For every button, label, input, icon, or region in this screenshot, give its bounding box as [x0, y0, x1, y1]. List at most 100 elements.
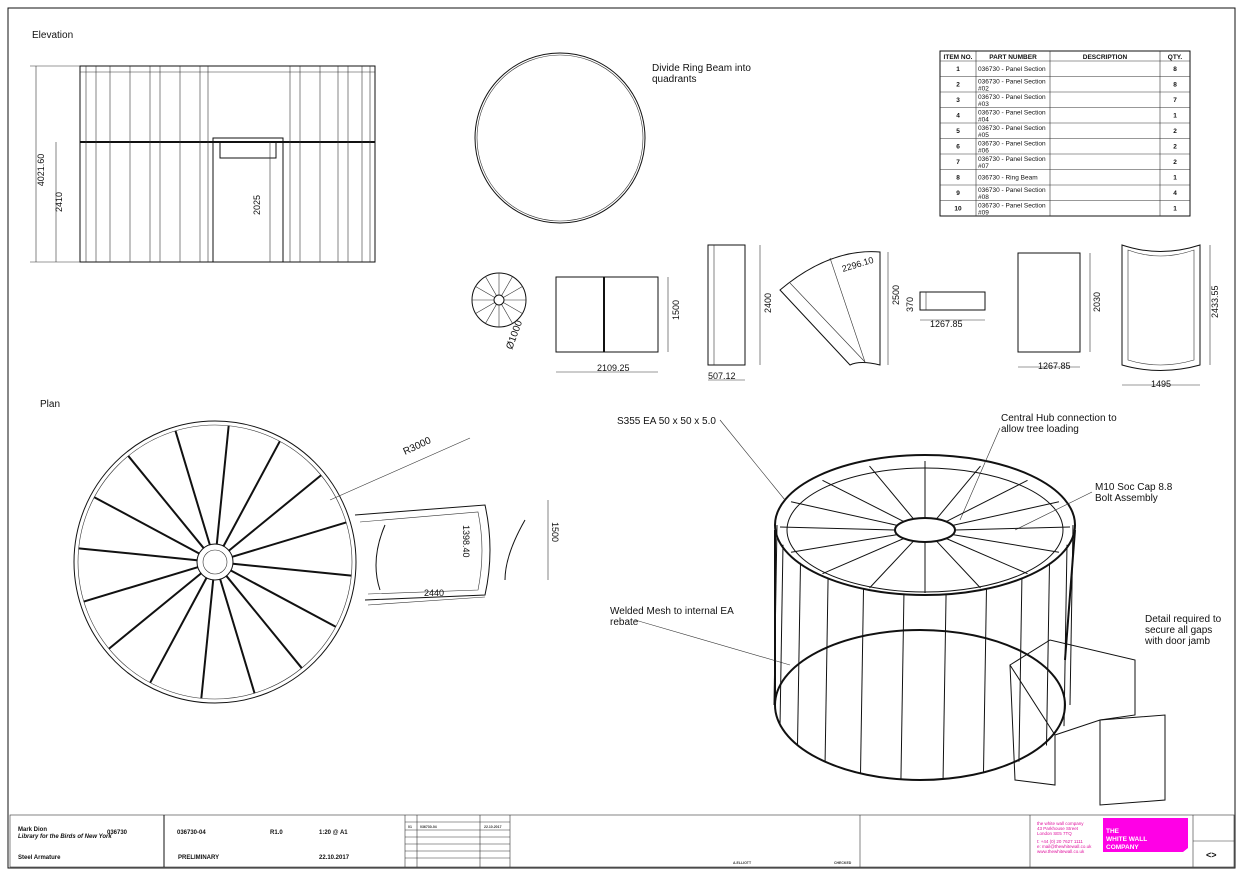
tb-status: PRELIMINARY	[178, 855, 219, 861]
callout-mesh-1: Welded Mesh to internal EA	[610, 606, 734, 617]
tb-address-2: London SE5 7TQ	[1037, 831, 1072, 836]
bom-part: 036730 - Panel Section	[978, 187, 1046, 194]
dim-curved-width: 1495	[1151, 379, 1171, 389]
bom-part-suffix: #09	[978, 210, 989, 217]
bom-part-suffix: #03	[978, 101, 989, 108]
tall-part	[707, 244, 761, 381]
bom-part: 036730 - Panel Section	[978, 79, 1046, 86]
sheet-border	[7, 7, 1236, 869]
tb-project: Library for the Birds of New York	[18, 834, 112, 840]
tb-date: 22.10.2017	[319, 855, 350, 861]
tb-drawing-no: 036730-04	[177, 830, 206, 836]
isometric-view	[634, 419, 1166, 806]
ring-beam	[474, 52, 646, 224]
tb-rev-drawing: 036730-04	[420, 825, 437, 829]
bom-item: 2	[956, 82, 960, 89]
nav-symbol[interactable]: <>	[1206, 850, 1217, 860]
tb-checked: CHECKED	[834, 861, 852, 865]
bom-part-suffix: #07	[978, 163, 989, 170]
bom-part: 036730 - Ring Beam	[978, 175, 1038, 182]
beam-part	[919, 291, 986, 321]
dim-tall-height: 2400	[763, 293, 773, 313]
dim-panel-height: 1500	[671, 300, 681, 320]
tb-description: Steel Armature	[18, 855, 61, 861]
dim-panel-width: 2109.25	[597, 363, 630, 373]
bom-row: 8 036730 - Ring Beam 1	[956, 175, 1177, 182]
dim-plan-length: 2440	[424, 588, 444, 598]
bom-part-suffix: #05	[978, 132, 989, 139]
tb-web: www.thewhitewall.co.uk	[1037, 849, 1085, 854]
bom-row: 7 036730 - Panel Section#07 2	[956, 156, 1177, 170]
ring-note: Divide Ring Beam into	[652, 63, 751, 74]
tb-rev-date: 22.10.2017	[484, 825, 502, 829]
bom-header: ITEM NO.	[944, 54, 973, 61]
bom-part: 036730 - Panel Section	[978, 125, 1046, 132]
bom-part-suffix: #06	[978, 148, 989, 155]
callout-hub-2: allow tree loading	[1001, 424, 1079, 435]
tb-company-name: the white wall company	[1037, 821, 1084, 826]
bom-item: 4	[956, 113, 960, 120]
ring-note-2: quadrants	[652, 74, 696, 85]
dim-beam-width: 1267.85	[930, 319, 963, 329]
bom-part: 036730 - Panel Section	[978, 141, 1046, 148]
bom-row: 1 036730 - Panel Section 8	[956, 66, 1177, 73]
tb-rev-no: 01	[408, 825, 412, 829]
bom-row: 10 036730 - Panel Section#09 1	[954, 203, 1177, 217]
bom-item: 7	[956, 159, 960, 166]
bom-item: 1	[956, 66, 960, 73]
bom-qty: 2	[1173, 144, 1177, 151]
tb-revision: R1.0	[270, 830, 283, 836]
bom-qty: 1	[1173, 206, 1177, 213]
title-block	[9, 814, 1235, 868]
bom-part: 036730 - Panel Section	[978, 66, 1046, 73]
svg-text:COMPANY: COMPANY	[1106, 844, 1139, 851]
callout-detail-3: with door jamb	[1144, 636, 1210, 647]
dim-door-panel-height: 2030	[1092, 292, 1102, 312]
bom-qty: 8	[1173, 66, 1177, 73]
bom-item: 10	[954, 206, 962, 213]
dim-tall-width: 507.12	[708, 371, 736, 381]
bom-part: 036730 - Panel Section	[978, 110, 1046, 117]
bom-header: PART NUMBER	[989, 54, 1037, 61]
dim-hub-dia: Ø1000	[504, 319, 525, 351]
callout-detail-1: Detail required to	[1145, 614, 1222, 625]
dim-door-height: 2025	[252, 195, 262, 215]
bom-part: 036730 - Panel Section	[978, 156, 1046, 163]
dim-overall-height: 4021.60	[36, 154, 46, 187]
elevation-view	[30, 65, 376, 263]
dim-plan-outer: 1500	[550, 522, 560, 542]
fan-part	[779, 251, 889, 366]
bom-qty: 2	[1173, 159, 1177, 166]
bom-item: 8	[956, 175, 960, 182]
callout-hub-1: Central Hub connection to	[1001, 413, 1117, 424]
elevation-label: Elevation	[32, 30, 73, 41]
dim-radius: R3000	[402, 435, 434, 458]
dim-door-panel-width: 1267.85	[1038, 361, 1071, 371]
tb-project-no: 036730	[107, 830, 128, 836]
bom-qty: 4	[1173, 190, 1177, 197]
svg-text:WHITE WALL: WHITE WALL	[1106, 836, 1147, 843]
bom-part-suffix: #04	[978, 117, 989, 124]
callout-mesh-2: rebate	[610, 617, 639, 628]
tb-client: Mark Dion	[18, 827, 47, 833]
svg-text:THE: THE	[1106, 828, 1120, 835]
bom-item: 5	[956, 128, 960, 135]
bom-qty: 8	[1173, 82, 1177, 89]
bom-qty: 1	[1173, 175, 1177, 182]
bom-row: 2 036730 - Panel Section#02 8	[956, 79, 1177, 93]
curved-part	[1121, 244, 1211, 386]
callout-bolt-1: M10 Soc Cap 8.8	[1095, 482, 1173, 493]
tb-scale: 1:20 @ A1	[319, 830, 348, 836]
panel-part	[555, 276, 669, 373]
bom-item: 3	[956, 97, 960, 104]
tb-drawn-by: A.ELLIOTT	[733, 861, 752, 865]
bom-part-suffix: #02	[978, 86, 989, 93]
plan-view	[73, 420, 549, 704]
bom-header: DESCRIPTION	[1083, 54, 1128, 61]
bom-part: 036730 - Panel Section	[978, 203, 1046, 210]
